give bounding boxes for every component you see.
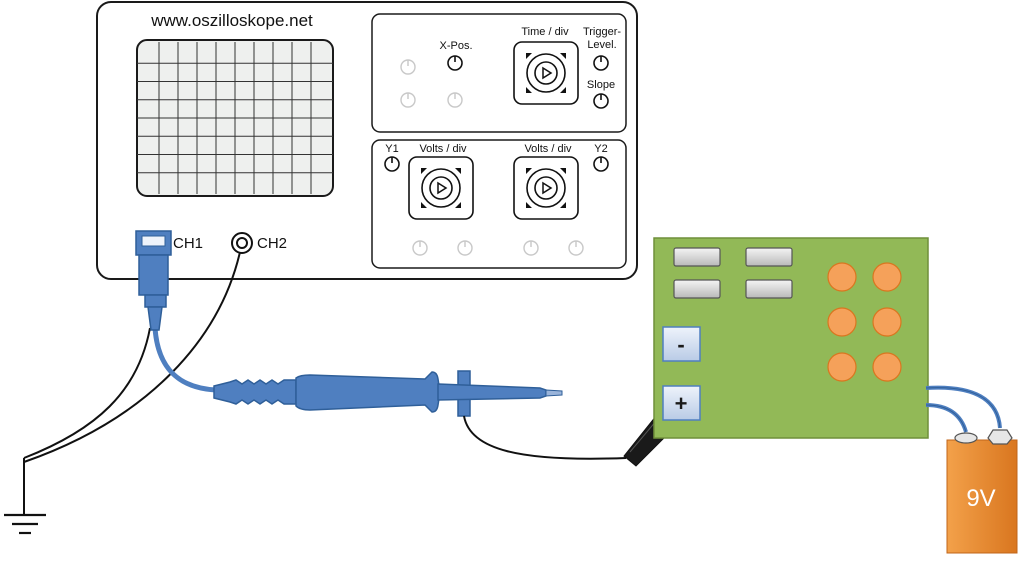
battery-leads	[925, 385, 1002, 433]
knob-icon[interactable]	[457, 240, 473, 256]
trigger-label-line2: Level.	[587, 39, 616, 51]
component-rect	[745, 279, 793, 299]
ground-wires	[23, 251, 241, 514]
ch1-volts-div-rotary-switch-icon[interactable]	[408, 156, 474, 220]
battery-terminal-icon	[987, 429, 1013, 445]
plus-terminal[interactable]: +	[662, 385, 701, 421]
probe-tip	[437, 383, 547, 401]
component-pads	[827, 262, 902, 382]
knob-icon[interactable]	[400, 92, 416, 108]
volts-div-label-2: Volts / div	[524, 143, 572, 155]
ch2-volts-div-rotary-switch-icon[interactable]	[513, 156, 579, 220]
battery-terminal-icon	[954, 432, 978, 444]
circuit-board: - +	[653, 237, 929, 439]
component-pad	[872, 352, 902, 382]
ch2-label: CH2	[257, 235, 287, 252]
component-pad	[827, 352, 857, 382]
y1-label: Y1	[385, 143, 398, 155]
screen-grid	[137, 42, 333, 194]
component-rect	[673, 247, 721, 267]
trigger-label-line1: Trigger-	[583, 26, 621, 38]
volts-div-label-1: Volts / div	[419, 143, 467, 155]
y1-position-knob-icon[interactable]	[384, 156, 400, 172]
knob-icon[interactable]	[400, 59, 416, 75]
ch2-bnc-connector-icon[interactable]	[231, 232, 253, 254]
component-pad	[872, 307, 902, 337]
board-components	[673, 247, 793, 299]
probe-strain-relief	[213, 379, 297, 405]
component-pad	[827, 307, 857, 337]
slope-label: Slope	[587, 79, 615, 91]
component-pad	[872, 262, 902, 292]
slope-knob-icon[interactable]	[593, 93, 609, 109]
probe-body	[295, 371, 441, 413]
probe-cable	[152, 327, 217, 393]
battery: 9V	[946, 429, 1018, 554]
minus-terminal[interactable]: -	[662, 326, 701, 362]
trigger-level-knob-icon[interactable]	[593, 55, 609, 71]
battery-label: 9V	[966, 485, 995, 512]
probe	[213, 370, 563, 417]
time-div-rotary-switch-icon[interactable]	[513, 41, 579, 105]
svg-text:+: +	[675, 391, 688, 416]
x-pos-knob-icon[interactable]	[447, 55, 463, 71]
svg-text:-: -	[677, 332, 684, 357]
oscilloscope: www.oszilloskope.net X-Pos. Time / div T…	[96, 1, 638, 280]
y2-label: Y2	[594, 143, 607, 155]
probe-ground-lead	[463, 415, 627, 460]
knob-icon[interactable]	[447, 92, 463, 108]
component-rect	[745, 247, 793, 267]
knob-icon[interactable]	[412, 240, 428, 256]
knob-icon[interactable]	[523, 240, 539, 256]
component-rect	[673, 279, 721, 299]
website-label: www.oszilloskope.net	[150, 11, 313, 30]
time-div-label: Time / div	[521, 26, 569, 38]
x-pos-label: X-Pos.	[439, 40, 472, 52]
knob-icon[interactable]	[568, 240, 584, 256]
probe-tip-point	[545, 389, 563, 397]
y2-position-knob-icon[interactable]	[593, 156, 609, 172]
ground-symbol-icon	[4, 513, 46, 535]
component-pad	[827, 262, 857, 292]
ch1-label: CH1	[173, 235, 203, 252]
ch1-bnc-connector-icon[interactable]	[135, 230, 172, 331]
